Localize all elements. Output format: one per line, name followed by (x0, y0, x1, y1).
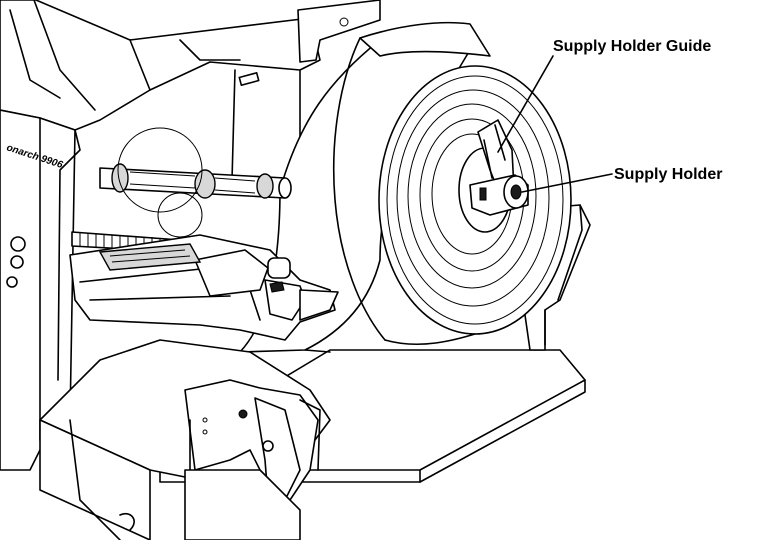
latch-mechanism (184, 379, 321, 540)
printer-base (69, 419, 135, 540)
callout-supply-holder-guide: Supply Holder Guide (553, 38, 711, 55)
callout-leaders (497, 55, 613, 193)
callout-supply-holder: Supply Holder (614, 166, 722, 183)
printhead-assembly (69, 234, 339, 341)
printer-frame (0, 0, 381, 471)
supply-holder-part (469, 174, 529, 216)
ribbon-spindles (71, 127, 292, 253)
